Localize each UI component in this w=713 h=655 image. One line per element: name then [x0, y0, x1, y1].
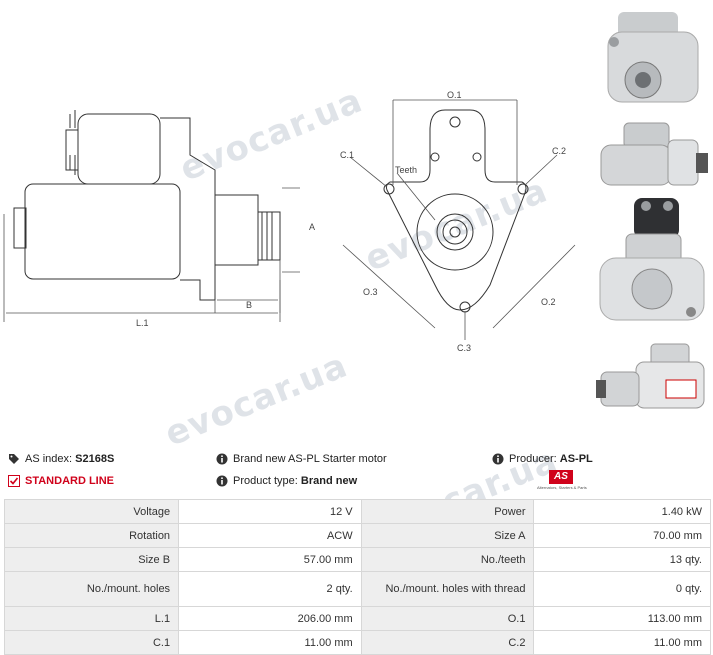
spec-value: 2 qty. — [178, 571, 362, 607]
dimension-label-a: A — [309, 222, 316, 232]
table-row: No./mount. holes 2 qty. No./mount. holes… — [3, 571, 711, 607]
producer-row: Producer: AS-PL — [492, 449, 593, 469]
standard-line-label: STANDARD LINE — [25, 475, 115, 487]
spec-value: 11.00 mm — [533, 630, 711, 655]
table-row: L.1 206.00 mm O.1 113.00 mm — [3, 606, 711, 631]
product-photo-top — [596, 343, 705, 409]
spec-value: 206.00 mm — [178, 606, 362, 631]
spec-label: Size A — [360, 523, 535, 548]
side-view-drawing — [3, 110, 300, 322]
specs-table: Voltage 12 V Power 1.40 kW Rotation ACW … — [3, 499, 711, 655]
spec-value: 70.00 mm — [533, 523, 711, 548]
spec-label: No./mount. holes with thread — [360, 571, 535, 607]
logo-mark: AS — [549, 470, 573, 484]
spec-value: 113.00 mm — [533, 606, 711, 631]
dimension-label-teeth: Teeth — [395, 165, 418, 175]
checkbox-checked-icon — [8, 475, 20, 487]
spec-value: ACW — [178, 523, 362, 548]
description-text: Brand new AS-PL Starter motor — [233, 453, 387, 465]
table-row: C.1 11.00 mm C.2 11.00 mm — [3, 630, 711, 655]
spec-label: Voltage — [3, 499, 180, 524]
dimension-label-b: B — [246, 300, 253, 310]
producer-value: AS-PL — [559, 453, 593, 465]
table-row: Rotation ACW Size A 70.00 mm — [3, 523, 711, 548]
spec-label: Power — [360, 499, 535, 524]
spec-label: C.2 — [360, 630, 535, 655]
dimension-label-c3: C.3 — [457, 343, 472, 353]
product-photo-rear — [599, 198, 705, 321]
producer-label: Producer: — [509, 453, 557, 465]
product-type-label: Product type: — [233, 475, 298, 487]
dimension-label-o3: O.3 — [363, 287, 378, 297]
as-index-row: AS index: S2168S — [8, 449, 114, 469]
dimension-label-o2: O.2 — [541, 297, 556, 307]
spec-label: C.1 — [3, 630, 180, 655]
as-pl-logo: AS Alternators, Starters & Parts — [537, 470, 587, 498]
as-index-label: AS index: — [25, 453, 73, 465]
spec-label: Size B — [3, 547, 180, 572]
table-row: Size B 57.00 mm No./teeth 13 qty. — [3, 547, 711, 572]
logo-subtext: Alternators, Starters & Parts — [537, 485, 587, 490]
spec-value: 57.00 mm — [178, 547, 362, 572]
info-icon — [216, 475, 228, 487]
spec-label: No./mount. holes — [3, 571, 180, 607]
spec-label: O.1 — [360, 606, 535, 631]
spec-label: No./teeth — [360, 547, 535, 572]
dimension-label-o1: O.1 — [447, 90, 462, 100]
spec-label: L.1 — [3, 606, 180, 631]
info-icon — [492, 453, 504, 465]
product-info: AS index: S2168S STANDARD LINE Brand new… — [0, 449, 713, 499]
spec-value: 13 qty. — [533, 547, 711, 572]
product-photo-front — [598, 2, 703, 112]
front-view-drawing — [342, 99, 576, 340]
dimension-label-l1: L.1 — [136, 318, 149, 328]
product-type-value: Brand new — [300, 475, 358, 487]
dimension-label-c1: C.1 — [340, 150, 355, 160]
dimension-label-c2: C.2 — [552, 146, 567, 156]
table-row: Voltage 12 V Power 1.40 kW — [3, 499, 711, 524]
description-row: Brand new AS-PL Starter motor — [216, 449, 387, 469]
product-type-row: Product type: Brand new — [216, 471, 357, 491]
spec-value: 12 V — [178, 499, 362, 524]
technical-drawings: A B L.1 O.1 C.1 C.2 — [3, 2, 708, 409]
standard-line-row: STANDARD LINE — [8, 471, 114, 491]
as-index-value: S2168S — [75, 453, 115, 465]
product-photo-side — [600, 122, 708, 186]
tag-icon — [9, 454, 19, 464]
info-icon — [216, 453, 228, 465]
spec-label: Rotation — [3, 523, 180, 548]
spec-value: 11.00 mm — [178, 630, 362, 655]
spec-value: 0 qty. — [533, 571, 711, 607]
spec-value: 1.40 kW — [533, 499, 711, 524]
